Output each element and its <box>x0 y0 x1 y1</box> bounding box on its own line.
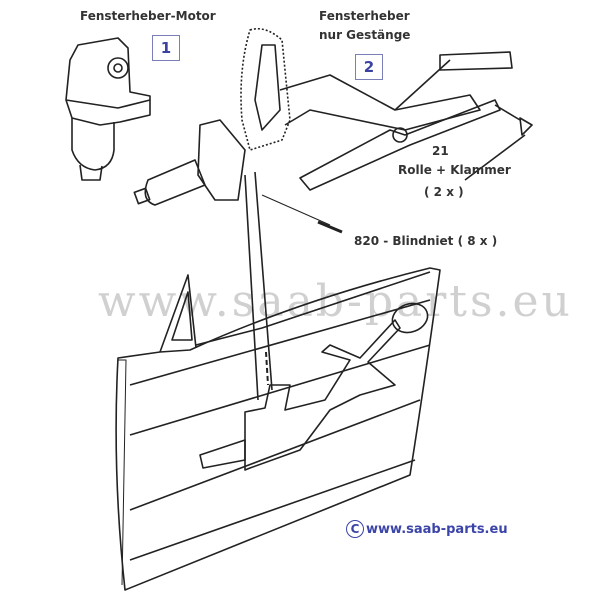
regulator-label-line2: nur Gestänge <box>319 28 411 42</box>
regulator-label-line1: Fensterheber <box>319 9 410 23</box>
watermark: www.saab-parts.eu <box>98 276 573 327</box>
roller-number-label: 21 <box>432 144 449 158</box>
door-drawing <box>115 267 441 591</box>
copyright-text: www.saab-parts.eu <box>366 522 508 537</box>
window-regulator-drawing <box>133 27 533 401</box>
rivet-label: 820 - Blindniet ( 8 x ) <box>354 234 498 248</box>
copyright-icon: C <box>346 520 364 538</box>
window-motor-drawing <box>65 37 151 181</box>
part-number-box-2: 2 <box>355 54 383 80</box>
roller-name-label: Rolle + Klammer <box>398 163 511 177</box>
roller-qty-label: ( 2 x ) <box>424 185 464 199</box>
motor-label: Fensterheber-Motor <box>80 9 216 23</box>
part-number-box-1: 1 <box>152 35 180 61</box>
